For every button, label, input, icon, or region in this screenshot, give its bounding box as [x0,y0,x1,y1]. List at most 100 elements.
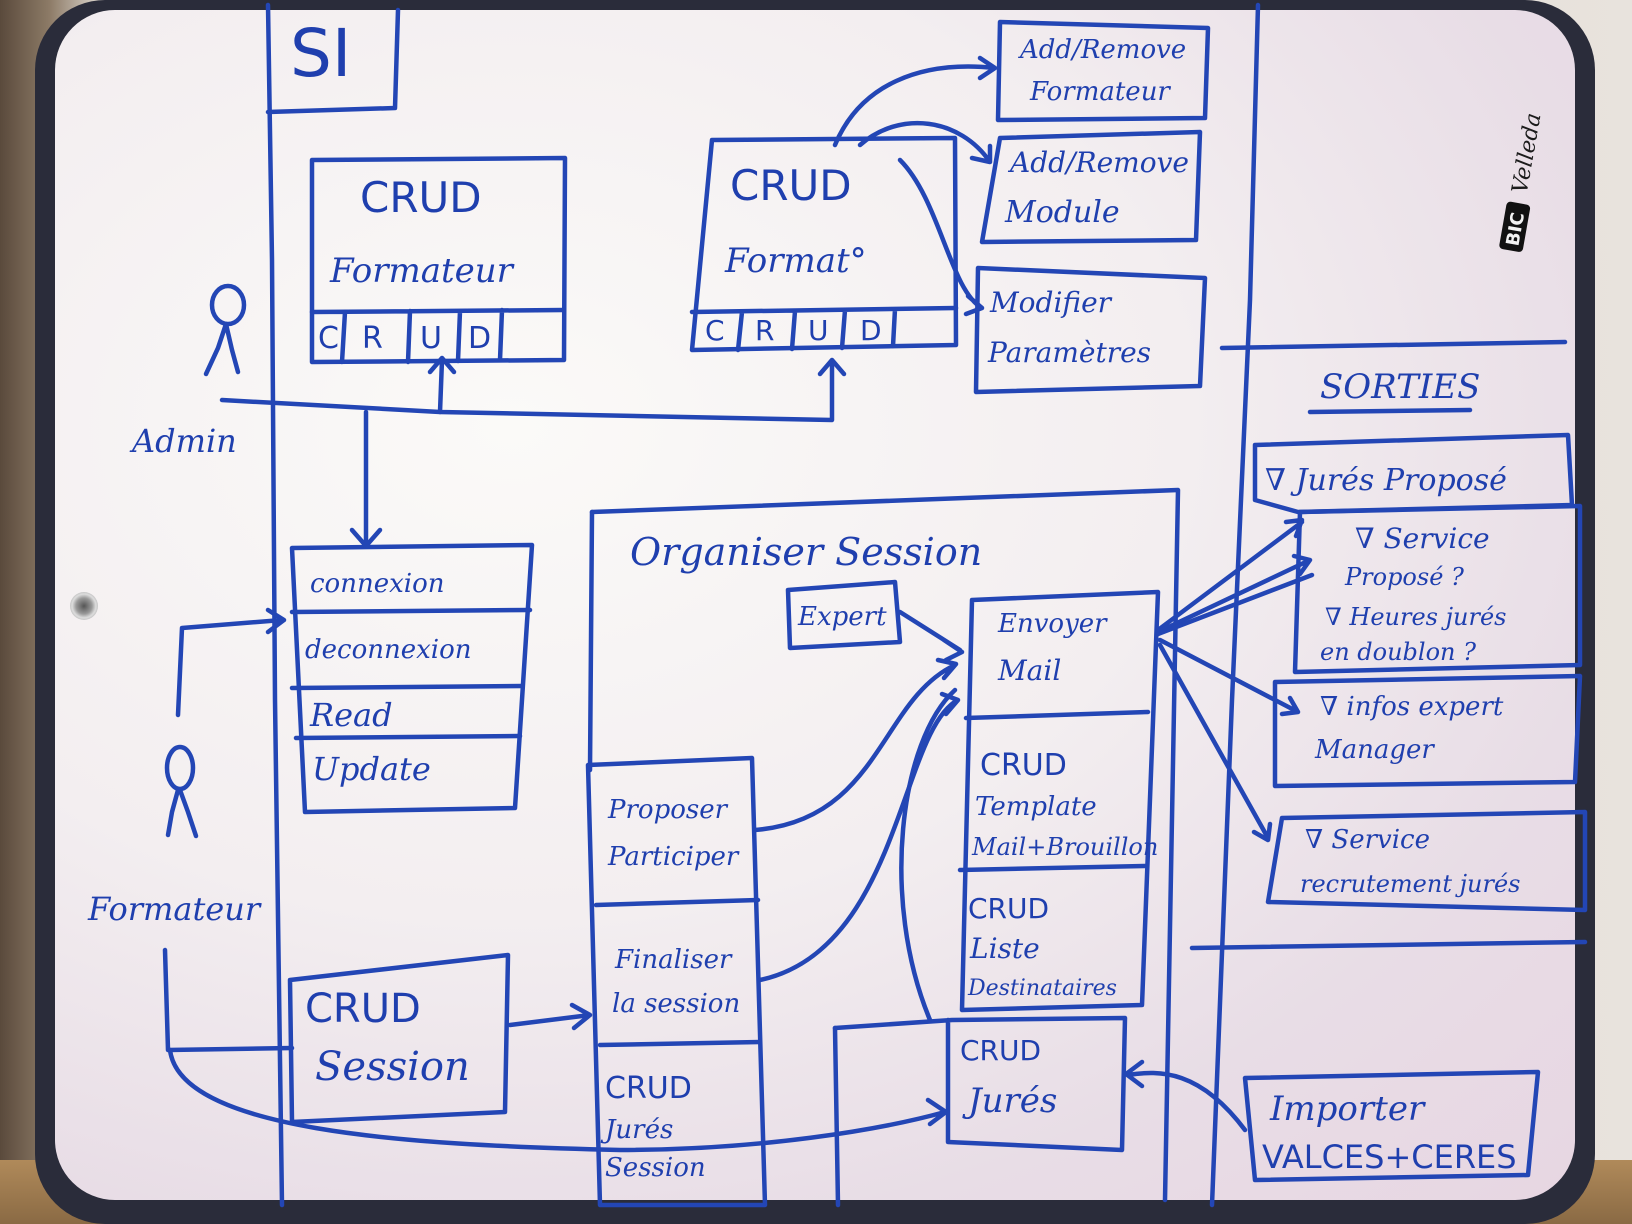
finaliser-line2: la session [612,989,740,1019]
si-right-line [1209,2,1261,1208]
formateur-body [165,787,199,839]
formateur-to-actions-arrow [175,607,287,718]
crud-formation-r: R [755,314,774,347]
crud-jures-left-line [832,1025,841,1208]
importer-box: Importer VALCES+CERES [1123,1059,1541,1183]
action-box-formateur [995,19,1211,123]
admin-label: Admin [129,422,237,460]
crud-formation-grid [689,305,959,353]
finaliser-to-mail-arrow [757,691,961,983]
action-module-line1: Add/Remove [1007,146,1189,179]
admin-to-formation-arrow [219,357,847,423]
crud-jures-outline [832,1015,1128,1153]
crud-jures-session-line3: Session [605,1153,706,1183]
organiser-session-left-edge [587,509,595,773]
si-left-line [265,2,285,1208]
brand-velleda: Velleda [1508,111,1547,195]
crud-formation-c: C [705,314,725,347]
user-action-connexion: connexion [310,569,444,599]
formateur-actor: Formateur [87,744,262,928]
action-parametres-line1: Modifier [989,286,1113,319]
user-action-update: Update [312,750,431,788]
sortie-4-line1: ∇ Service [1305,825,1430,855]
envoyer-line2: Mail [997,654,1061,687]
proposer-to-mail-arrow [752,657,959,833]
formation-actions: Add/Remove Formateur Add/Remove Module M… [832,19,1211,395]
crud-jures-title: CRUD [960,1034,1041,1067]
sortie-1-line1: ∇ Service [1355,522,1490,555]
action-formateur-line1: Add/Remove [1018,35,1186,65]
organiser-session-box: Organiser Session Proposer Participer Fi… [585,487,1181,1208]
right-stack-dividers [957,709,1151,873]
crud-formateur-c: C [318,321,339,356]
crud-formateur-title: CRUD [360,173,482,222]
user-action-read: Read [309,696,393,734]
sortie-4-line2: recrutement jurés [1300,870,1520,898]
crud-jures-session-line2: Jurés [600,1115,673,1145]
user-actions-box: connexion deconnexion Read Update [175,542,535,815]
expert-label: Expert [797,602,887,632]
admin-to-user-actions-arrow [349,409,383,549]
action-module-line2: Module [1004,195,1120,230]
envoyer-line1: Envoyer [997,609,1108,639]
crud-formation-subtitle: Format° [724,241,867,281]
sortie-box-3 [1272,673,1583,789]
admin-body [203,321,241,377]
sortie-1-line2: Proposé ? [1344,563,1464,591]
arrow-to-parametres [897,157,985,317]
crud-template-line2: Template [975,792,1097,822]
action-box-module [979,129,1203,245]
crud-formateur-d: D [468,321,491,356]
column-lines [265,2,1588,1208]
sortie-3-line2: Manager [1314,735,1435,765]
crud-formation-d: D [860,314,882,347]
sortie-box-1 [1292,503,1583,675]
crud-formateur-subtitle: Formateur [329,251,515,291]
crud-liste-line3: Destinataires [967,976,1117,1001]
mail-to-sortie-arrow-5 [1157,642,1273,843]
importer-line2: VALCES+CERES [1262,1138,1517,1176]
importer-line1: Importer [1269,1089,1426,1129]
importer-outline [1242,1069,1541,1183]
jures-to-mail-line [899,687,958,1023]
action-box-parametres [973,265,1208,395]
mail-to-sortie-line-3 [1155,572,1315,637]
expert-box [785,579,903,651]
whiteboard [55,10,1575,1200]
importer-to-jures-arrow [1123,1059,1248,1133]
user-action-deconnexion: deconnexion [305,635,472,665]
organiser-session-title: Organiser Session [630,530,982,574]
crud-session-box: CRUD Session [162,947,949,1153]
crud-formation-title: CRUD [730,161,852,210]
crud-jures-subtitle: Jurés [962,1081,1057,1121]
sortie-box-4 [1265,809,1588,913]
crud-formateur-u: U [420,321,442,356]
mail-to-sortie-arrow-1 [1155,517,1305,633]
mail-to-sortie-arrow-2 [1155,553,1313,635]
formateur-head [164,744,196,792]
right-stack-outline [959,589,1161,1013]
crud-session-title: CRUD [305,986,421,1032]
action-formateur-line2: Formateur [1029,77,1171,107]
brand-logo: BIC Velleda [1499,111,1547,252]
bic-badge [1499,201,1531,252]
si-label: SI [290,15,351,92]
left-stack-outline [585,755,768,1208]
user-actions-outline [289,542,535,815]
crud-jures-box: CRUD Jurés [832,1015,1128,1208]
sortie-3-line1: ∇ infos expert [1320,692,1504,722]
sortie-2-line1: ∇ Heures jurés [1325,603,1507,631]
crud-formation-box: CRUD Format° C R U D [689,135,959,353]
formateur-to-session-line [162,947,295,1053]
crud-formateur-r: R [362,321,383,356]
sorties-outer-label: ∇ Jurés Proposé [1265,463,1507,498]
arrow-to-formateur [832,55,998,148]
crud-session-outline [287,952,511,1125]
admin-actor: Admin [129,283,247,460]
crud-jures-session-line1: CRUD [605,1071,692,1106]
sorties-label: SORTIES [1320,367,1480,407]
expert-to-mail-arrow [897,609,965,663]
crud-liste-line1: CRUD [968,892,1049,925]
